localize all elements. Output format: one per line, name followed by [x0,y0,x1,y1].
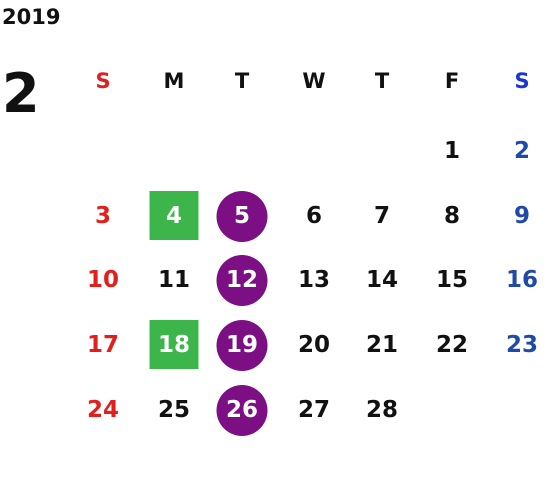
day-cell[interactable]: 27 [284,384,344,436]
weekday-header-wednesday: W [302,69,326,93]
day-cell[interactable]: 9 [492,190,548,242]
day-number: 24 [86,397,119,423]
purple-highlight-circle [216,385,268,436]
day-cell[interactable]: 12 [212,254,272,306]
day-number: 15 [435,267,468,293]
purple-highlight-circle [216,320,268,371]
month-number: 2 [2,62,40,125]
day-cell[interactable]: 20 [284,319,344,371]
day-cell[interactable]: 23 [492,319,548,371]
purple-highlight-circle [216,191,268,242]
day-number: 21 [365,332,398,358]
day-cell[interactable]: 16 [492,254,548,306]
day-number: 17 [86,332,119,358]
day-cell[interactable]: 6 [284,190,344,242]
day-number: 9 [513,203,530,229]
day-number: 11 [157,267,190,293]
day-number: 23 [505,332,538,358]
day-number: 5 [233,203,250,229]
day-cell[interactable]: 24 [73,384,133,436]
day-number: 16 [505,267,538,293]
purple-highlight-circle [216,255,268,306]
day-number: 7 [373,203,390,229]
day-number: 19 [225,332,258,358]
day-number: 12 [225,267,258,293]
day-number: 26 [225,397,258,423]
day-cell[interactable]: 18 [144,319,204,371]
day-cell[interactable]: 3 [73,190,133,242]
weekday-header-friday: F [444,69,460,93]
day-cell[interactable]: 10 [73,254,133,306]
green-highlight-square [149,320,199,369]
year-label: 2019 [2,5,61,29]
day-cell[interactable]: 8 [422,190,482,242]
day-cell[interactable]: 22 [422,319,482,371]
day-cell[interactable]: 21 [352,319,412,371]
day-cell[interactable]: 7 [352,190,412,242]
day-cell[interactable]: 1 [422,125,482,177]
day-cell[interactable]: 4 [144,190,204,242]
weekday-header-tuesday: T [234,69,250,93]
day-number: 6 [305,203,322,229]
day-number: 1 [443,138,460,164]
day-cell[interactable]: 19 [212,319,272,371]
day-number: 20 [297,332,330,358]
day-cell[interactable]: 17 [73,319,133,371]
day-number: 27 [297,397,330,423]
day-cell[interactable]: 13 [284,254,344,306]
day-cell[interactable]: 15 [422,254,482,306]
day-number: 28 [365,397,398,423]
day-cell[interactable]: 28 [352,384,412,436]
day-number: 10 [86,267,119,293]
day-number: 2 [513,138,530,164]
day-cell[interactable]: 14 [352,254,412,306]
day-number: 3 [94,203,111,229]
day-cell[interactable]: 26 [212,384,272,436]
weekday-header-monday: M [163,69,185,93]
weekday-header-thursday: T [374,69,390,93]
day-cell[interactable]: 5 [212,190,272,242]
day-number: 22 [435,332,468,358]
green-highlight-square [149,191,199,240]
day-number: 13 [297,267,330,293]
day-cell[interactable]: 2 [492,125,548,177]
day-cell[interactable]: 11 [144,254,204,306]
day-number: 25 [157,397,190,423]
day-number: 8 [443,203,460,229]
weekday-header-saturday: S [514,69,530,93]
day-number: 4 [165,203,182,229]
day-cell[interactable]: 25 [144,384,204,436]
weekday-header-sunday: S [95,69,111,93]
day-number: 14 [365,267,398,293]
day-number: 18 [157,332,190,358]
